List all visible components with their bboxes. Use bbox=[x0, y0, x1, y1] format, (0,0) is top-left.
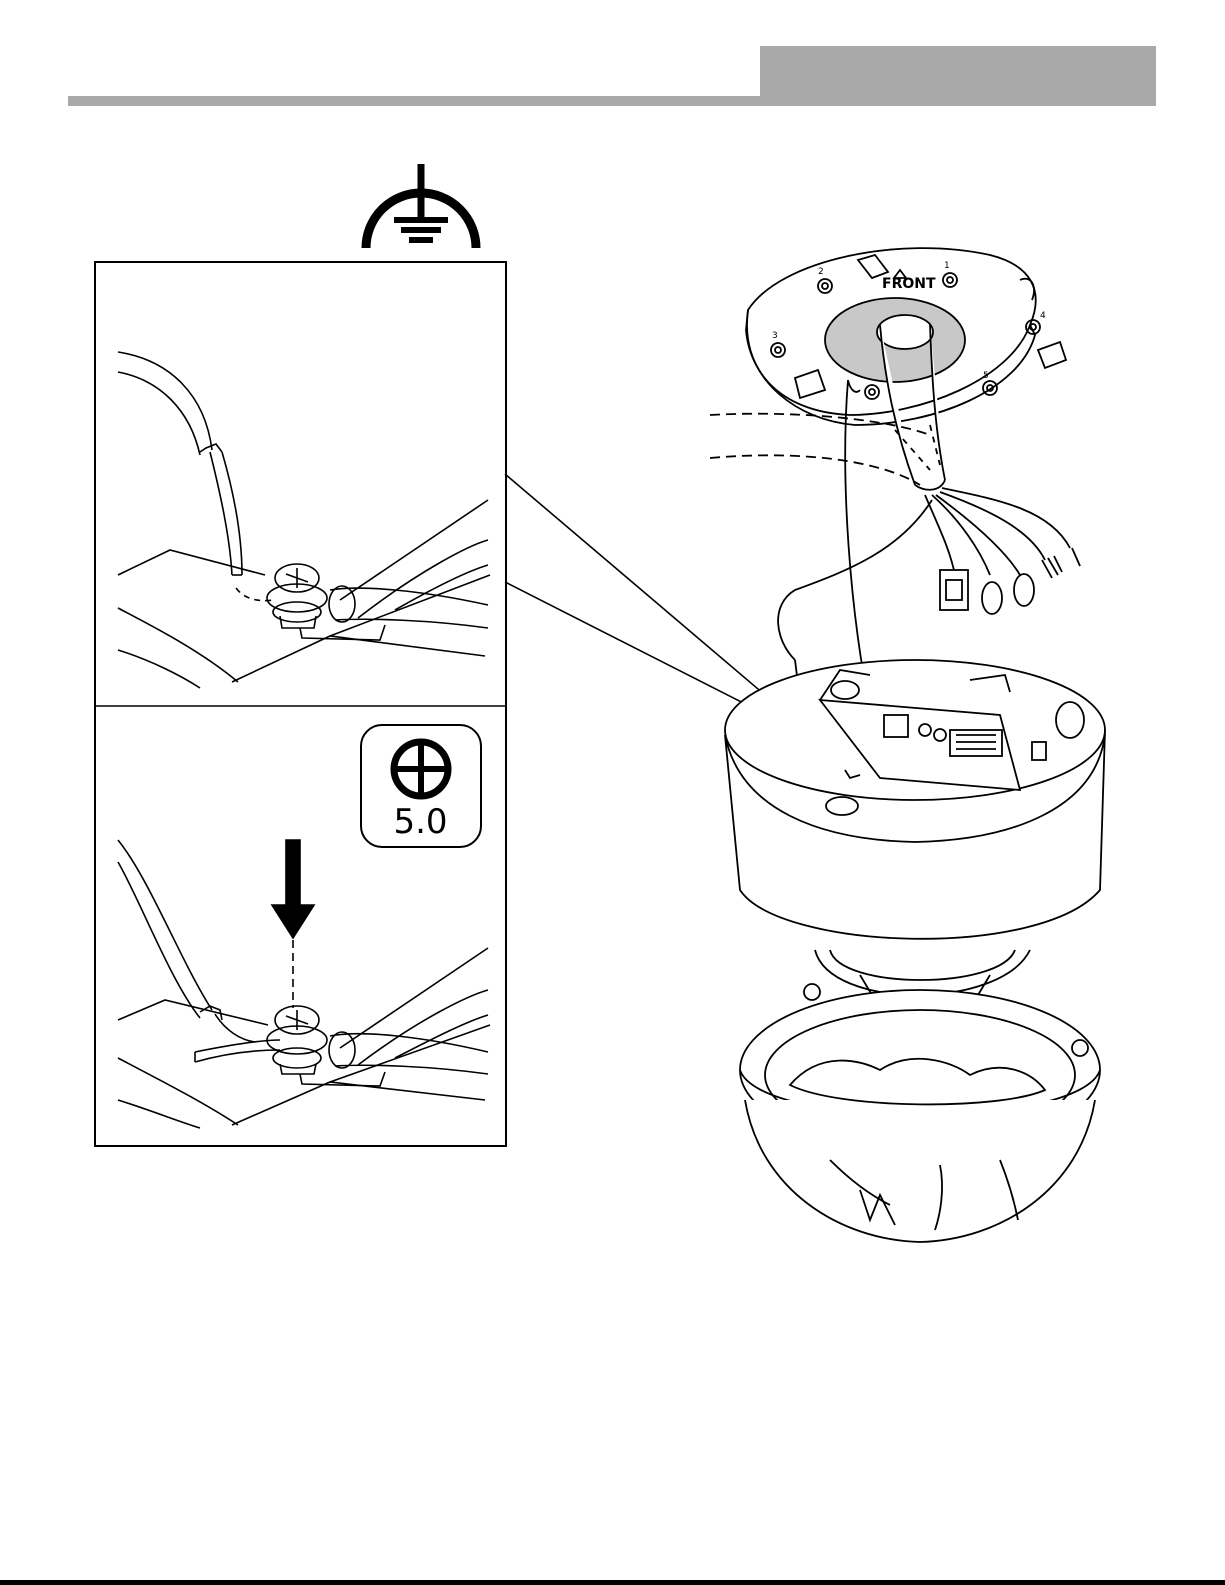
screw-hole-number-3: 3 bbox=[772, 331, 778, 341]
screw-hole-number-1: 1 bbox=[944, 261, 950, 271]
dome-cover bbox=[745, 1100, 1095, 1242]
torque-badge: 5.0 bbox=[360, 724, 482, 848]
detail-bottom-illustration bbox=[118, 840, 490, 1128]
torque-value: 5.0 bbox=[362, 802, 479, 842]
detail-box-frame bbox=[95, 262, 506, 1146]
screw-hole-number-2: 2 bbox=[818, 267, 824, 277]
detail-top-illustration bbox=[118, 352, 490, 688]
camera-exploded-illustration: FRONT bbox=[700, 230, 1140, 1250]
mount-front-label: FRONT bbox=[882, 276, 936, 292]
screw-hole-number-4: 4 bbox=[1040, 311, 1046, 321]
bottom-rule bbox=[0, 1580, 1225, 1585]
screw-hole-number-5: 5 bbox=[983, 371, 989, 381]
phillips-screwdriver-icon bbox=[388, 736, 454, 802]
